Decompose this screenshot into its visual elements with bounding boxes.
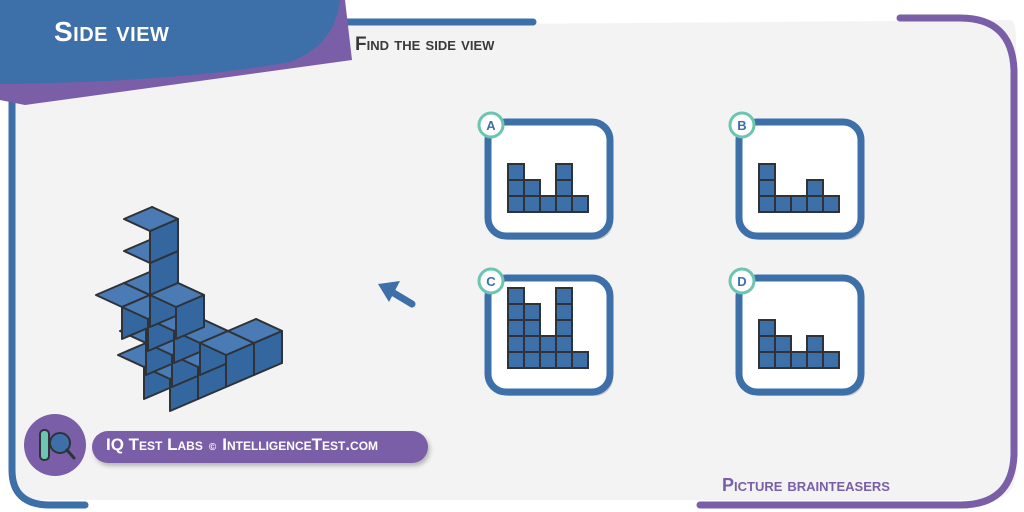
grid-cell (758, 163, 776, 181)
grid-cell (774, 351, 792, 369)
grid-cell (507, 303, 525, 321)
copyright-symbol: © (208, 442, 217, 453)
grid-cell (523, 335, 541, 353)
brand-line: IQ Test Labs © IntelligenceTest.com (106, 435, 378, 455)
instruction-text: Find the side view (355, 34, 495, 55)
grid-cell (806, 335, 824, 353)
option-b[interactable]: B (728, 111, 865, 240)
grid-cell (539, 335, 557, 353)
grid-cell (806, 179, 824, 197)
grid-cell (758, 351, 776, 369)
option-a[interactable]: A (477, 111, 614, 240)
grid-cell (523, 195, 541, 213)
test-tube-magnifier-icon (24, 414, 86, 476)
header-banner (0, 0, 340, 84)
answer-options: A B C D (477, 111, 865, 396)
grid-cell (507, 351, 525, 369)
grid-cell (822, 195, 840, 213)
grid-cell (523, 319, 541, 337)
right-border (696, 14, 1018, 509)
grid-cell (507, 195, 525, 213)
site-link[interactable]: IntelligenceTest.com (222, 435, 379, 454)
grid-cell (806, 195, 824, 213)
brand-bar (92, 431, 428, 463)
grid-cell (507, 335, 525, 353)
grid-cell (539, 351, 557, 369)
grid-cell (555, 303, 573, 321)
grid-cell (790, 351, 808, 369)
grid-cell (774, 335, 792, 353)
option-badge-label: B (737, 118, 746, 133)
option-badge-label: C (486, 274, 496, 289)
grid-cell (571, 351, 589, 369)
grid-cell (523, 303, 541, 321)
grid-cell (507, 179, 525, 197)
grid-cell (507, 287, 525, 305)
option-badge-label: D (737, 274, 746, 289)
grid-cell (758, 179, 776, 197)
left-border (8, 66, 89, 509)
grid-cell (523, 179, 541, 197)
grid-cell (555, 163, 573, 181)
brand-name: IQ Test Labs (106, 435, 203, 454)
grid-cell (555, 179, 573, 197)
grid-cell (774, 195, 792, 213)
grid-cell (555, 319, 573, 337)
grid-cell (507, 163, 525, 181)
grid-cell (758, 195, 776, 213)
grid-cell (555, 287, 573, 305)
grid-cell (758, 319, 776, 337)
grid-cell (571, 195, 589, 213)
grid-cell (806, 351, 824, 369)
page-title: Side view (54, 16, 170, 47)
grid-cell (555, 351, 573, 369)
grid-cell (539, 195, 557, 213)
arrow-icon (378, 281, 416, 308)
option-d[interactable]: D (728, 267, 865, 396)
grid-cell (507, 319, 525, 337)
grid-cell (822, 351, 840, 369)
grid-cell (555, 335, 573, 353)
grid-cell (555, 195, 573, 213)
grid-cell (758, 335, 776, 353)
option-badge-label: A (486, 118, 496, 133)
grid-cell (523, 351, 541, 369)
cube-structure (95, 206, 283, 412)
option-c[interactable]: C (477, 267, 614, 396)
category-label: Picture brainteasers (722, 475, 890, 495)
grid-cell (790, 195, 808, 213)
